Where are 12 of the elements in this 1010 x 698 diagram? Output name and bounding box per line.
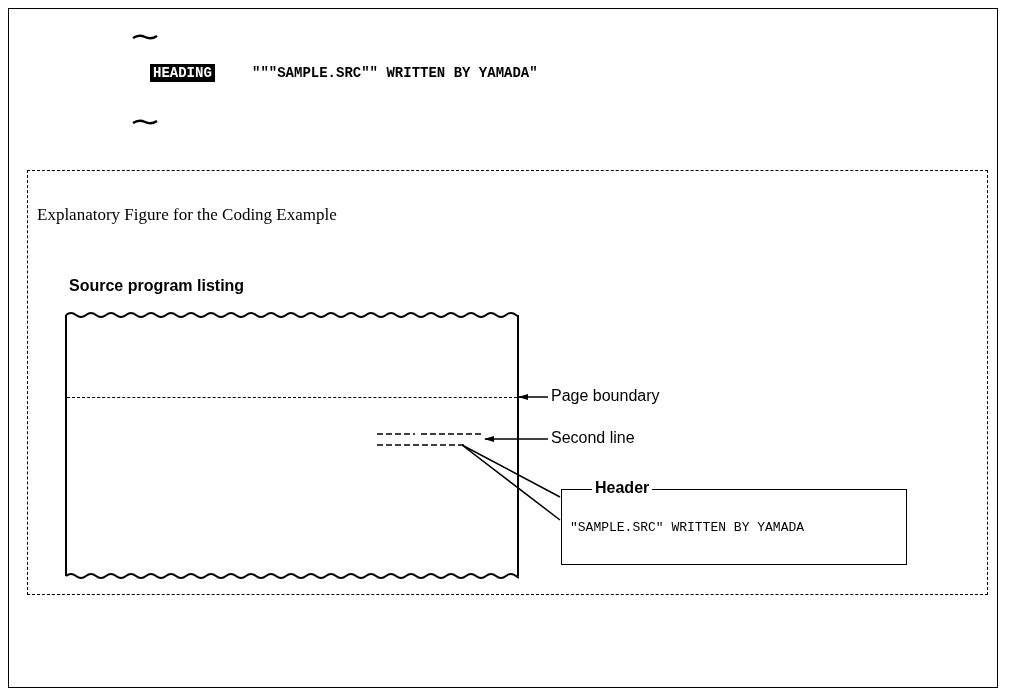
- listing-heading: Source program listing: [69, 277, 245, 295]
- code-text: """SAMPLE.SRC"" WRITTEN BY YAMADA": [252, 65, 538, 81]
- leader-arrow: [518, 394, 549, 400]
- page-boundary-line: [67, 397, 517, 400]
- code-text: "SAMPLE.SRC" WRITTEN BY YAMADA: [570, 520, 805, 535]
- callout-tail: [461, 444, 561, 521]
- keyword-highlight: HEADING: [150, 64, 215, 82]
- figure-title: Explanatory Figure for the Coding Example: [37, 205, 337, 225]
- figure-panel: [27, 170, 988, 595]
- leader-arrow: [484, 436, 549, 442]
- callout-label: Second line: [551, 429, 721, 451]
- callout-label: Page boundary: [551, 387, 721, 409]
